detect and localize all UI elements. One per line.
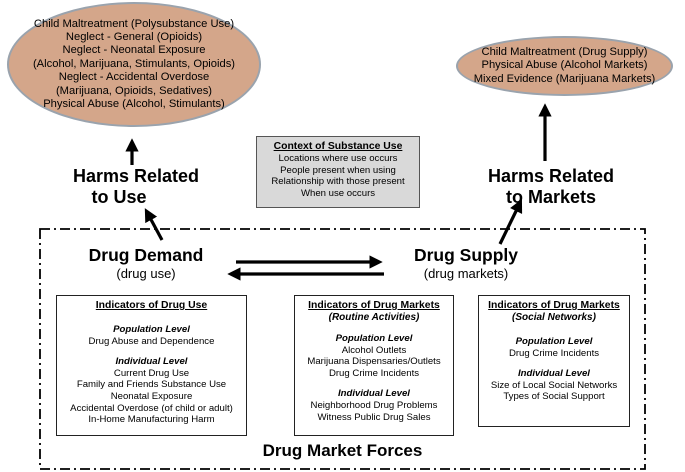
harms-use-line: Physical Abuse (Alcohol, Stimulants) (43, 98, 225, 111)
indicator-item: Drug Crime Incidents (328, 367, 420, 379)
context-of-substance-use-box: Context of Substance Use Locations where… (256, 136, 420, 208)
harms-markets-label-line2: to Markets (505, 187, 597, 207)
harms-markets-label: Harms Related to Markets (481, 166, 621, 208)
drug-market-forces-frame (39, 228, 646, 470)
harms-use-line: (Marijuana, Opioids, Sedatives) (55, 84, 213, 97)
harms-use-line: Neglect - Neonatal Exposure (62, 44, 206, 57)
indicator-item: Drug Crime Incidents (508, 347, 600, 359)
individual-level-heading: Individual Level (115, 356, 188, 368)
indicator-item: Alcohol Outlets (341, 344, 407, 356)
harms-markets-label-line1: Harms Related (487, 166, 615, 186)
indicators-social-subtitle: (Social Networks) (512, 312, 596, 323)
population-level-heading: Population Level (335, 333, 413, 344)
indicator-item: Current Drug Use (113, 367, 190, 379)
context-title: Context of Substance Use (273, 141, 403, 152)
individual-level-heading: Individual Level (338, 388, 410, 400)
indicator-item: Accidental Overdose (of child or adult) (70, 402, 233, 414)
population-level-heading: Population Level (113, 324, 190, 335)
drug-market-forces-label: Drug Market Forces (262, 441, 423, 460)
harms-use-ellipse: Child Maltreatment (Polysubstance Use) N… (7, 2, 261, 127)
indicators-markets-social-box: Indicators of Drug Markets (Social Netwo… (478, 295, 630, 427)
indicator-item: In-Home Manufacturing Harm (88, 414, 215, 426)
indicators-markets-routine-box: Indicators of Drug Markets (Routine Acti… (294, 295, 454, 436)
indicators-use-title: Indicators of Drug Use (95, 300, 208, 311)
harms-markets-line: Child Maltreatment (Drug Supply) (481, 45, 648, 58)
indicator-item: Neonatal Exposure (110, 390, 193, 402)
indicator-item: Neighborhood Drug Problems (310, 399, 438, 411)
harms-markets-line: Physical Abuse (Alcohol Markets) (481, 59, 648, 72)
harms-use-label: Harms Related to Use (66, 166, 206, 208)
drug-demand-title: Drug Demand (88, 245, 204, 265)
harms-use-label-line2: to Use (91, 187, 147, 207)
harms-markets-ellipse: Child Maltreatment (Drug Supply) Physica… (456, 36, 673, 96)
indicator-item: Size of Local Social Networks (490, 379, 618, 391)
indicator-item: Witness Public Drug Sales (317, 411, 431, 423)
indicators-routine-subtitle: (Routine Activities) (328, 312, 420, 323)
indicators-social-title: Indicators of Drug Markets (488, 300, 620, 311)
indicator-item: Family and Friends Substance Use (76, 379, 227, 391)
context-line: People present when using (280, 164, 396, 176)
harms-use-line: Neglect - General (Opioids) (65, 30, 203, 43)
harms-use-label-line1: Harms Related (72, 166, 200, 186)
context-line: When use occurs (300, 187, 376, 199)
indicator-item: Drug Abuse and Dependence (88, 335, 215, 347)
drug-supply-subtitle: (drug markets) (423, 266, 509, 281)
indicators-routine-title: Indicators of Drug Markets (308, 300, 440, 311)
harms-use-line: Neglect - Accidental Overdose (58, 71, 210, 84)
harms-markets-line: Mixed Evidence (Marijuana Markets) (473, 72, 656, 85)
arrow-supply-to-harms-markets (498, 198, 523, 245)
arrow-demand-to-harms-use (144, 208, 164, 241)
individual-level-heading: Individual Level (518, 368, 590, 380)
indicator-item: Marijuana Dispensaries/Outlets (307, 356, 441, 368)
harms-use-line: (Alcohol, Marijuana, Stimulants, Opioids… (32, 57, 236, 70)
drug-demand-subtitle: (drug use) (116, 266, 176, 281)
context-line: Locations where use occurs (278, 153, 398, 164)
drug-supply-title: Drug Supply (413, 245, 519, 265)
harms-use-line: Child Maltreatment (Polysubstance Use) (33, 17, 235, 30)
population-level-heading: Population Level (515, 336, 593, 347)
drug-supply-node: Drug Supply (drug markets) (402, 245, 530, 282)
context-line: Relationship with those present (271, 176, 405, 188)
drug-demand-node: Drug Demand (drug use) (84, 245, 208, 282)
indicators-drug-use-box: Indicators of Drug Use Population Level … (56, 295, 247, 436)
indicator-item: Types of Social Support (503, 391, 605, 403)
